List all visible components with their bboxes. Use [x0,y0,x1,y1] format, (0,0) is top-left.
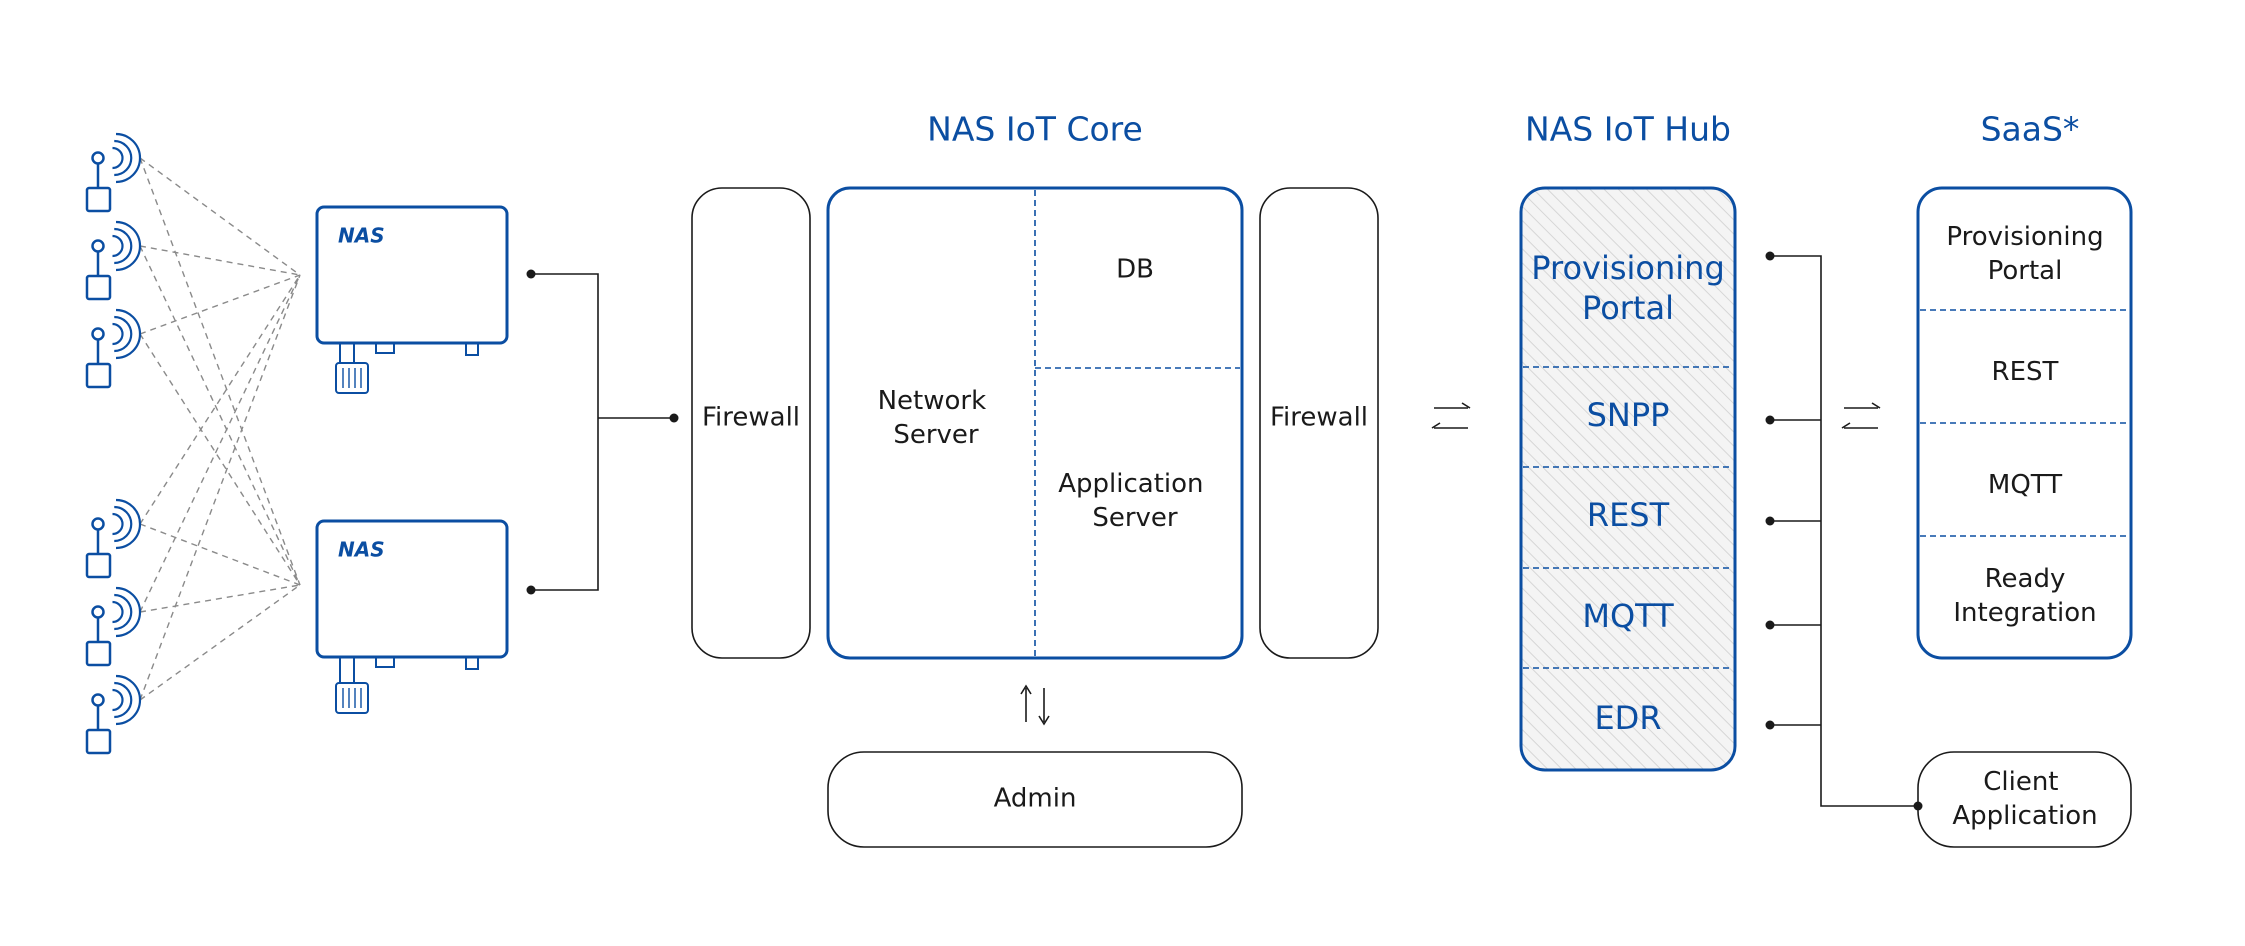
hub-item-label: EDR [1594,699,1661,737]
saas-item-label: REST [1992,357,2059,387]
core-header: NAS IoT Core [927,110,1143,149]
gateway-device-2: NAS [315,519,509,714]
sensor-icon [85,220,142,301]
hub-connector [1765,251,1923,811]
saas-header: SaaS* [1981,110,2080,149]
connector-dot [1765,620,1775,630]
admin-box: Admin [827,751,1243,848]
core-admin-arrows-icon [1020,684,1050,726]
hub-item-label: REST [1587,496,1670,534]
gateway-logo: NAS [338,538,385,562]
exchange-arrows-icon [1841,402,1881,429]
saas-item-label: MQTT [1988,470,2062,500]
gateway-device-1: NAS [315,205,509,394]
application-server-label: Application Server [1058,469,1212,533]
gateway-logo: NAS [338,224,385,248]
network-server-label: Network Server [878,386,995,450]
admin-label: Admin [994,784,1077,814]
hub-item-label: SNPP [1587,396,1670,434]
core-box: Network Server DB Application Server [826,186,1244,660]
hub-box [1519,186,1737,772]
sensor-icon [85,674,142,755]
firewall-right-label: Firewall [1270,403,1368,433]
sensor-group [85,132,142,755]
connector-dot [1765,415,1775,425]
firewall-left: Firewall [691,187,811,659]
sensor-icon [85,308,142,389]
exchange-arrows-icon [1431,402,1471,429]
client-application-box: Client Application [1917,751,2132,848]
saas-box [1916,186,2133,660]
connector-dot [1765,251,1775,261]
gateway-antenna-connector [335,682,369,714]
connector-dot [1765,516,1775,526]
connector-dot [1765,720,1775,730]
client-application-label: Client Application [1952,767,2097,831]
sensor-icon [85,586,142,667]
db-label: DB [1116,255,1154,285]
hub-header: NAS IoT Hub [1525,110,1731,149]
firewall-right: Firewall [1259,187,1379,659]
radio-links [139,157,301,701]
gateway-connector [526,269,679,595]
gateway-antenna-connector [335,362,369,394]
hub-item-label: MQTT [1582,597,1674,635]
sensor-icon [85,498,142,579]
sensor-icon [85,132,142,213]
firewall-left-label: Firewall [702,403,800,433]
